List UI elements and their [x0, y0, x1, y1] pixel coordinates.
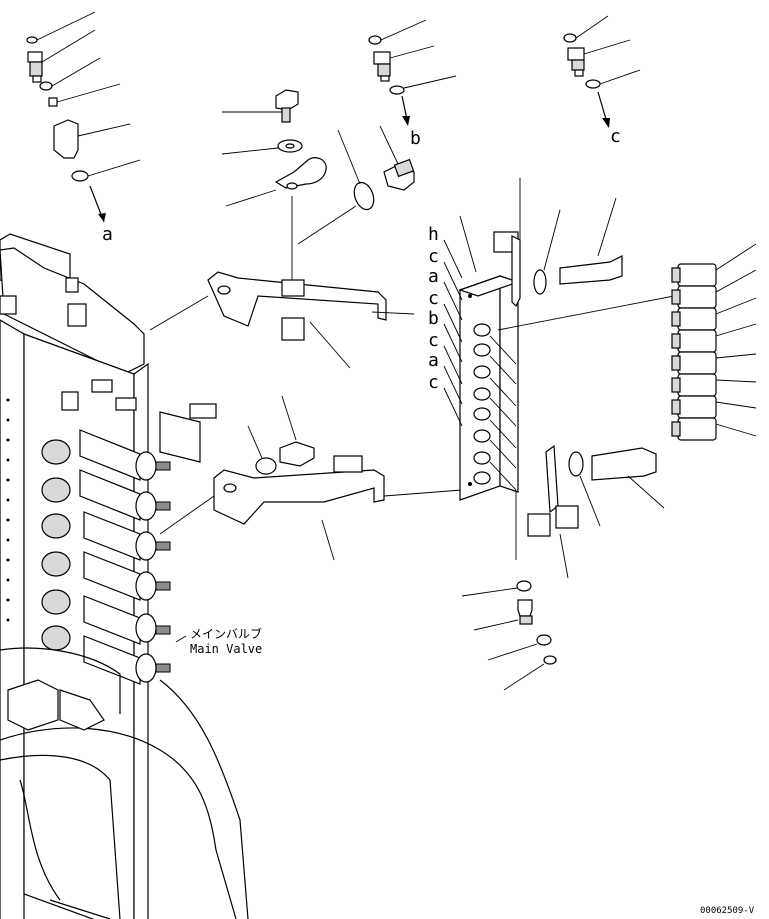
port-letter-4: c: [428, 288, 439, 309]
port-letter-2: c: [428, 246, 439, 267]
drawing-code: 00062509-V: [700, 906, 755, 916]
pressure-sensor-stack: [497, 243, 757, 441]
block-lower-mount: [515, 444, 665, 579]
main-valve-assembly: [0, 233, 249, 919]
fitting-stack-c: c: [563, 15, 641, 147]
lower-bracket: [159, 395, 463, 561]
sensor-leader-lines: [715, 243, 757, 437]
callout-c-label: c: [610, 126, 621, 147]
main-valve-label-jp: メインバルブ: [190, 626, 262, 641]
solenoid-nubs: [155, 461, 171, 673]
sensors: [671, 263, 717, 441]
valve-side-holes: [6, 398, 10, 622]
solenoid-valves: [79, 429, 157, 685]
distribution-block: [458, 215, 520, 501]
port-letter-8: c: [428, 372, 439, 393]
bottom-fitting-stack: [461, 580, 557, 691]
block-ports: [473, 323, 491, 485]
callout-a-label: a: [102, 224, 113, 245]
callout-b-label: b: [410, 128, 421, 149]
port-letter-3: a: [428, 266, 439, 287]
fitting-stack-a: a: [26, 11, 141, 245]
main-valve-label-en: Main Valve: [190, 642, 262, 656]
fitting-stack-b: b: [368, 19, 457, 149]
port-letter-1: h: [428, 224, 439, 245]
block-upper-mount: [493, 178, 623, 308]
port-letter-6: c: [428, 330, 439, 351]
bolt-clamp-group: [221, 89, 415, 290]
main-valve-callout: メインバルブ Main Valve: [175, 626, 262, 656]
upper-bracket: [149, 271, 415, 369]
port-letter-7: a: [428, 350, 439, 371]
port-letter-5: b: [428, 308, 439, 329]
port-letter-arrows: [443, 239, 463, 427]
block-port-letters: h c a c b c a c: [428, 224, 463, 427]
spool-caps: [41, 439, 71, 651]
